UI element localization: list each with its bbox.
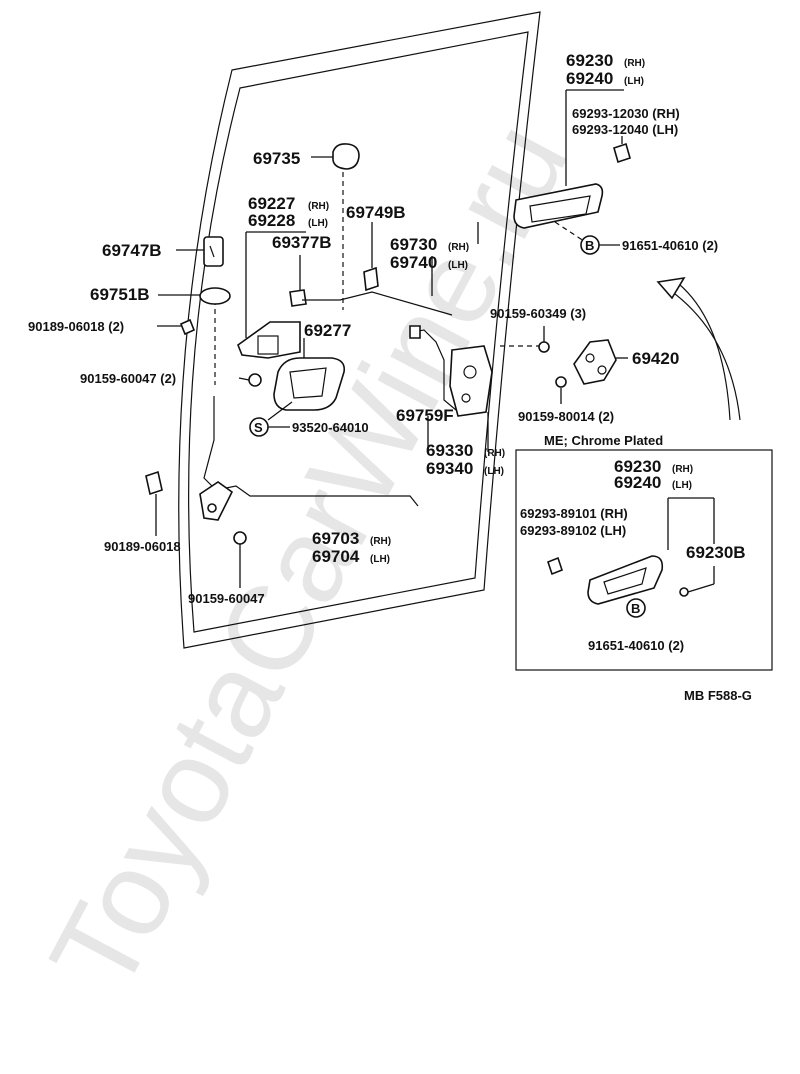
- label-69740-sub: (LH): [448, 260, 468, 271]
- inset-chrome-plated: B: [515, 449, 773, 671]
- label-69747b: 69747B: [102, 241, 162, 260]
- label-69227: 69227: [248, 194, 295, 213]
- label-69377b: 69377B: [272, 233, 332, 252]
- dash-line-handle: [554, 221, 591, 246]
- label-90159-60047-2: 90159-60047 (2): [80, 371, 176, 386]
- label-69740: 69740: [390, 253, 437, 272]
- inset-label-91651-40610: 91651-40610 (2): [588, 638, 684, 653]
- label-69240-sub: (LH): [624, 76, 644, 87]
- label-90159-60047: 90159-60047: [188, 591, 265, 606]
- bolt-90159-60349: [538, 326, 550, 353]
- inner-handle-frame-69227: [237, 231, 306, 359]
- label-69228-sub: (LH): [308, 218, 328, 229]
- rod-69759f: [409, 325, 457, 448]
- label-69749b: 69749B: [346, 203, 406, 222]
- clip-90189-06018-2: [157, 318, 196, 336]
- clip-69749b: [363, 222, 379, 292]
- label-69735: 69735: [253, 149, 300, 168]
- inset-title: ME; Chrome Plated: [544, 433, 663, 448]
- label-69340: 69340: [426, 459, 473, 478]
- label-91651-40610: 91651-40610 (2): [622, 238, 718, 253]
- labels: 69735 69227 (RH) 69228 (LH) 69749B 69747…: [28, 51, 752, 703]
- label-69330: 69330: [426, 441, 473, 460]
- inset-label-69293-89102: 69293-89102 (LH): [520, 523, 626, 538]
- label-93520-64010: 93520-64010: [292, 420, 369, 435]
- label-69703-sub: (RH): [370, 536, 391, 547]
- inset-label-69240: 69240: [614, 473, 661, 492]
- label-69730-sub: (RH): [448, 242, 469, 253]
- label-69703: 69703: [312, 529, 359, 548]
- rod-69730: [302, 222, 479, 316]
- label-69704-sub: (LH): [370, 554, 390, 565]
- direction-arrow: [656, 276, 741, 421]
- label-90159-60349: 90159-60349 (3): [490, 306, 586, 321]
- label-69293-12040: 69293-12040 (LH): [572, 122, 678, 137]
- inset-label-69230b: 69230B: [686, 543, 746, 562]
- diagram-code: MB F588-G: [684, 688, 752, 703]
- label-90159-80014: 90159-80014 (2): [518, 409, 614, 424]
- key-cylinder-69293: [613, 136, 631, 164]
- s-mark-label: S: [254, 420, 263, 435]
- label-69227-sub: (RH): [308, 201, 329, 212]
- s-symbol: S: [249, 401, 293, 437]
- label-69228: 69228: [248, 211, 295, 230]
- label-69330-sub: (RH): [484, 448, 505, 459]
- label-90189-06018: 90189-06018: [104, 539, 181, 554]
- label-69230: 69230: [566, 51, 613, 70]
- label-69751b: 69751B: [90, 285, 150, 304]
- inset-label-69230-sub: (RH): [672, 464, 693, 475]
- striker-69420: [573, 339, 628, 385]
- inset-label-69293-89101: 69293-89101 (RH): [520, 506, 628, 521]
- inset-b-mark-label: B: [631, 601, 640, 616]
- label-69704: 69704: [312, 547, 360, 566]
- pad-69747b: [176, 236, 224, 267]
- bolt-90159-60047-2: [238, 373, 262, 387]
- label-69277: 69277: [304, 321, 351, 340]
- label-69240: 69240: [566, 69, 613, 88]
- bolt-90159-80014: [555, 376, 567, 404]
- inside-handle-69277: [273, 338, 346, 411]
- link-69377b: [289, 255, 307, 307]
- grommet-69751b: [158, 287, 231, 305]
- clip-90189-06018: [145, 470, 163, 536]
- outside-handle-69230: [513, 89, 624, 229]
- label-69293-12030: 69293-12030 (RH): [572, 106, 680, 121]
- inset-label-69230: 69230: [614, 457, 661, 476]
- cable-lower: [199, 396, 419, 521]
- door-lock-69330: [449, 345, 493, 452]
- label-69340-sub: (LH): [484, 466, 504, 477]
- inset-label-69240-sub: (LH): [672, 480, 692, 491]
- label-69420: 69420: [632, 349, 679, 368]
- b-symbol: B: [580, 235, 620, 255]
- label-90189-06018-2: 90189-06018 (2): [28, 319, 124, 334]
- cap-69735: [311, 143, 360, 170]
- b-mark-label: B: [585, 238, 594, 253]
- label-69759f: 69759F: [396, 406, 454, 425]
- bolt-90159-60047: [233, 531, 247, 588]
- label-69730: 69730: [390, 235, 437, 254]
- label-69230-sub: (RH): [624, 58, 645, 69]
